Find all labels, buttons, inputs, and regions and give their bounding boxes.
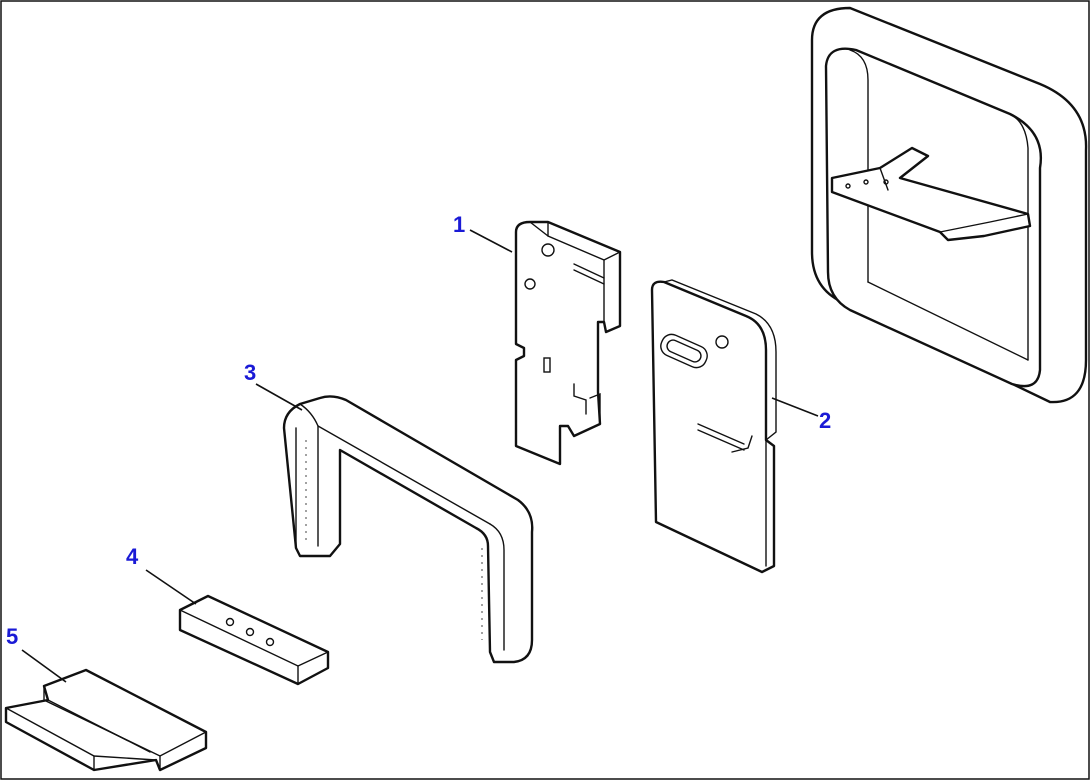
- callout-2: 2: [819, 408, 831, 433]
- part-4-perforated-bar: [178, 594, 330, 686]
- leader-line-3: [255, 383, 303, 411]
- leader-line-2: [771, 397, 819, 417]
- callout-1: 1: [453, 212, 465, 237]
- leader-line-5: [21, 649, 67, 683]
- housing-frame: [810, 6, 1088, 404]
- part-1-bracket-plate: [514, 220, 622, 466]
- part-5-wedge-block: [4, 668, 208, 772]
- callout-5: 5: [6, 624, 18, 649]
- part-3-u-handle: [282, 395, 534, 664]
- part-2-slotted-plate: [650, 279, 777, 574]
- callout-3: 3: [244, 360, 256, 385]
- leader-line-1: [469, 229, 513, 253]
- callout-4: 4: [126, 544, 139, 569]
- leader-line-4: [145, 569, 197, 605]
